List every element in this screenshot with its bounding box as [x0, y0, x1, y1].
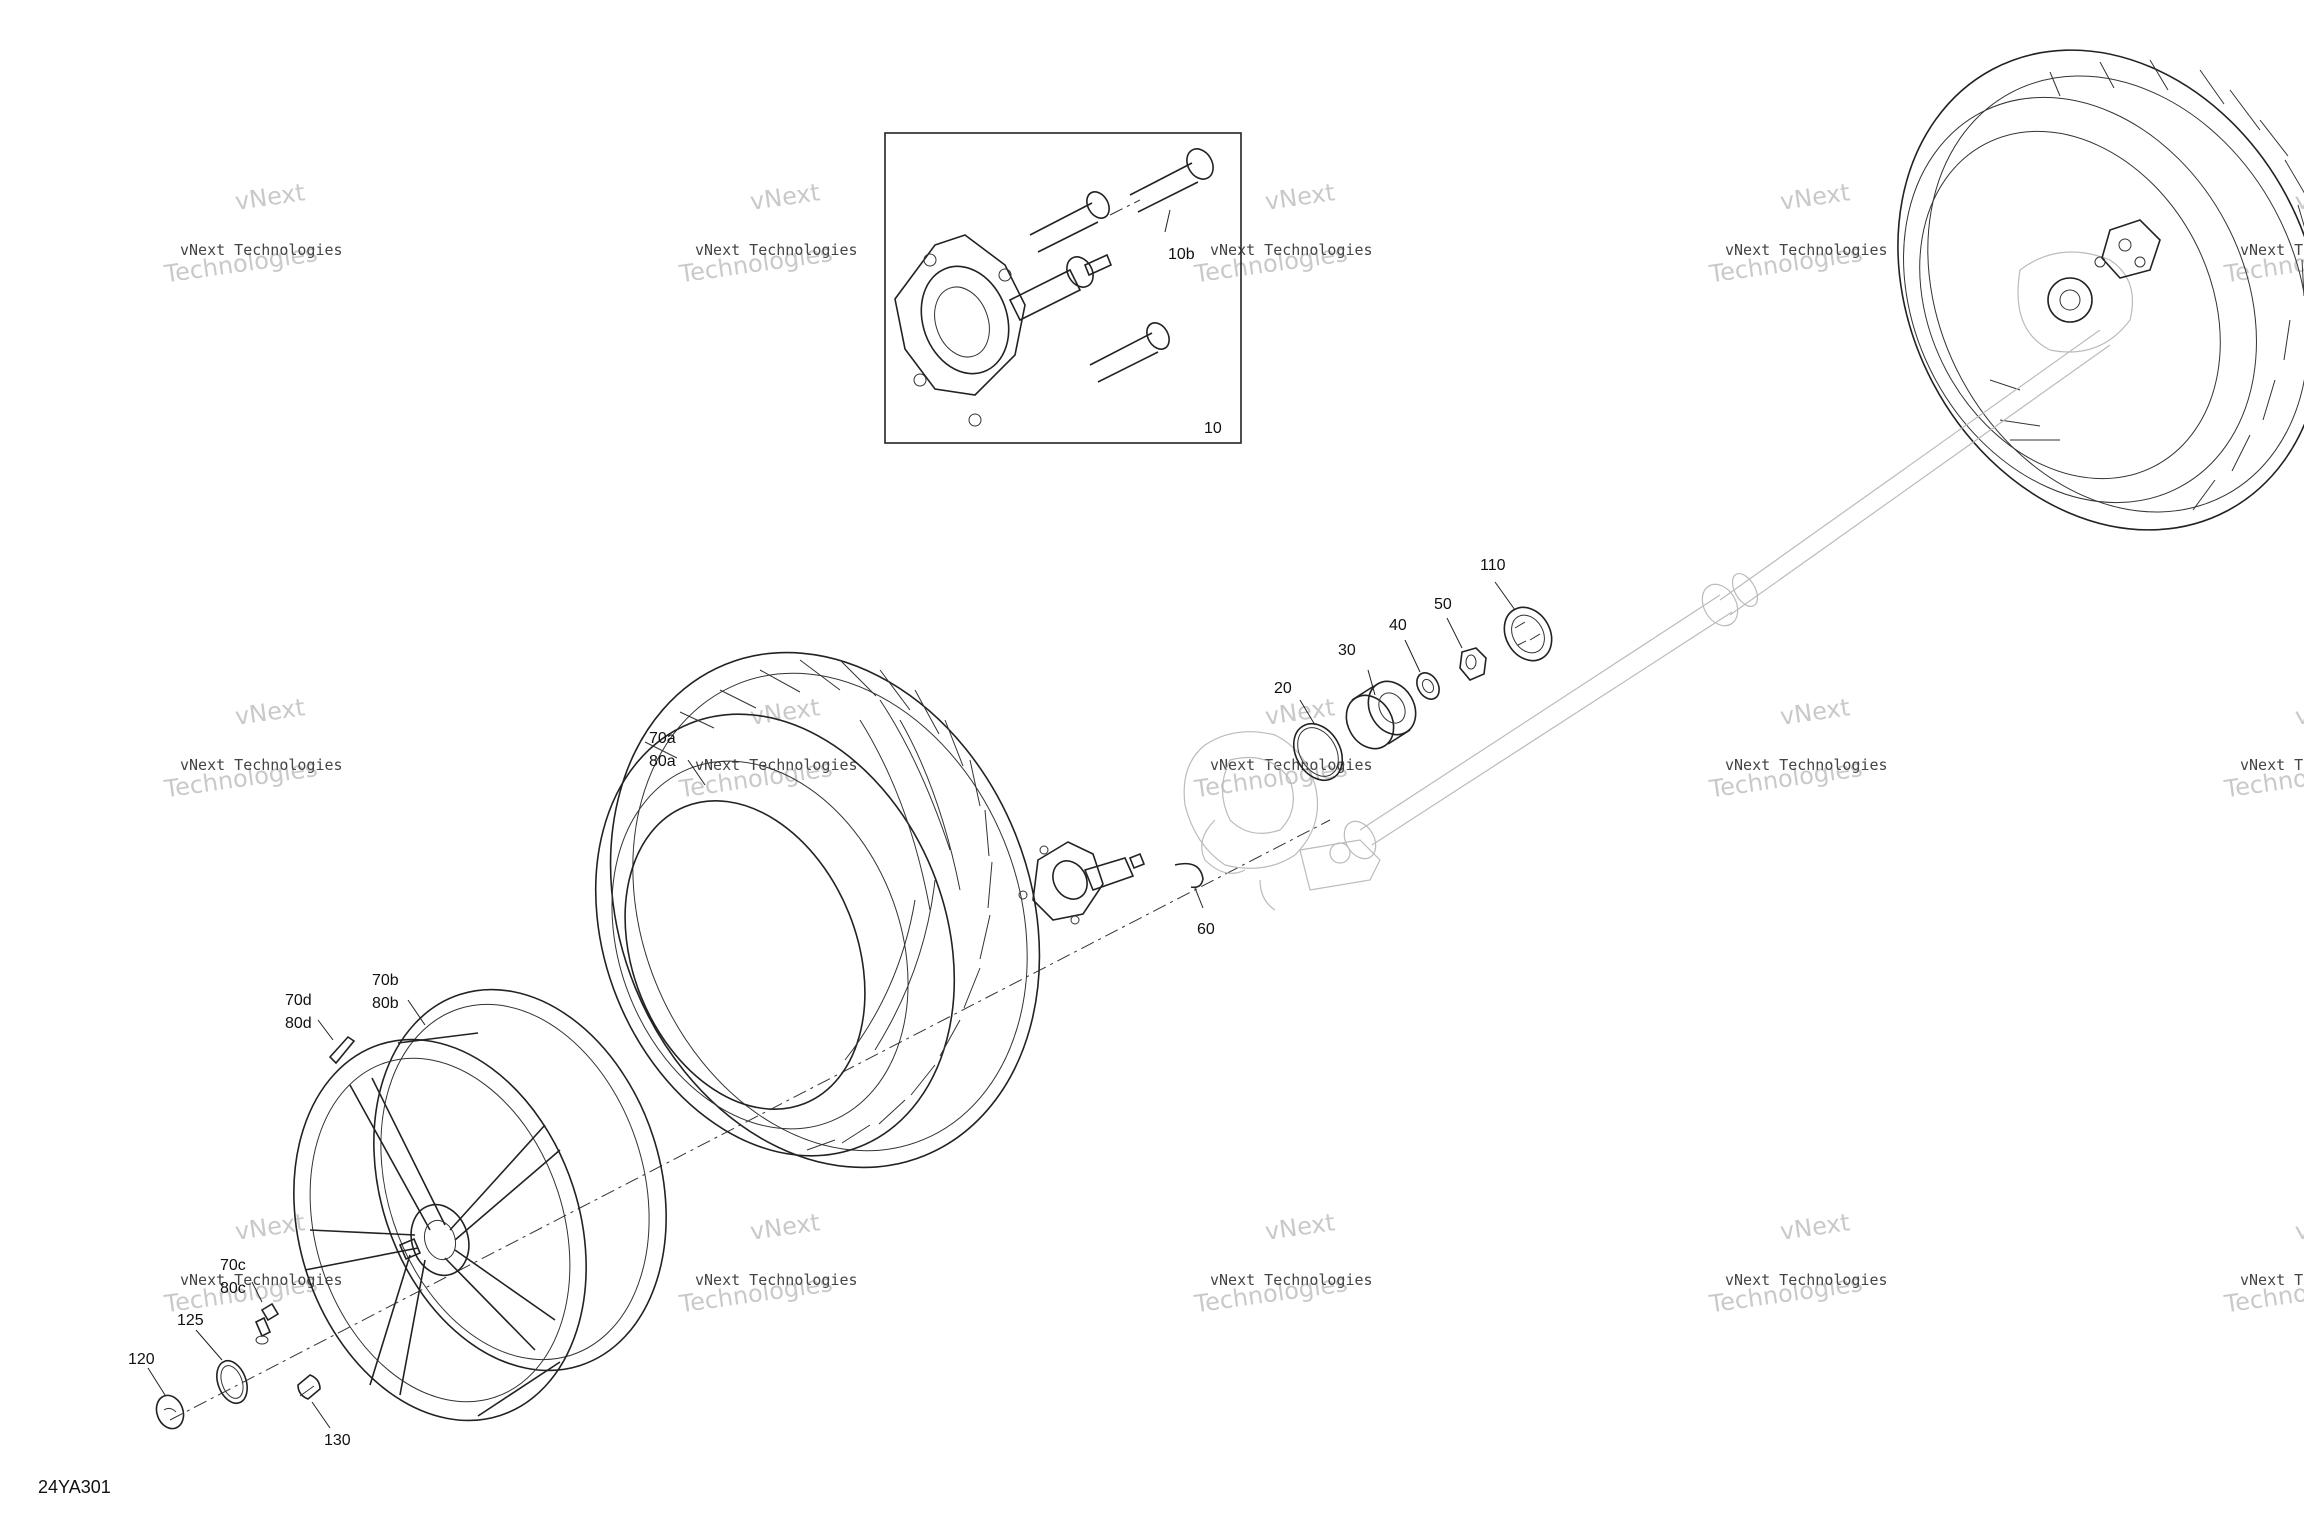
watermark-prefix: vNext — [748, 693, 821, 730]
watermark-prefix: vNext — [233, 178, 306, 215]
watermark-prefix: vNext — [1778, 693, 1851, 730]
watermark-prefix: vNext — [2293, 1208, 2304, 1245]
watermark-prefix: vNext — [2293, 693, 2304, 730]
watermark-small: vNext Technologies — [180, 241, 343, 259]
watermark-prefix: vNext — [1778, 178, 1851, 215]
callout-10: 10 — [1204, 420, 1222, 437]
wheel-rim — [293, 988, 667, 1422]
lug-nut — [297, 1374, 321, 1400]
watermark-small: vNext Technologies — [1725, 1271, 1888, 1289]
watermark-small: vNext Technologies — [180, 1271, 343, 1289]
watermark-small: vNext Technologies — [695, 1271, 858, 1289]
wheel-bearing — [1345, 680, 1417, 750]
watermark-small: vNext Technologies — [180, 756, 343, 774]
callout-70c: 70c — [220, 1257, 246, 1274]
callout-80a: 80a — [649, 753, 676, 770]
steering-knuckle — [1183, 731, 1381, 911]
watermark-prefix: vNext — [1263, 1208, 1336, 1245]
watermark-prefix: vNext — [748, 1208, 821, 1245]
watermark-small: vNext Technologies — [695, 756, 858, 774]
watermark-prefix: vNext — [2293, 178, 2304, 215]
watermark-prefix: vNext — [1263, 178, 1336, 215]
watermark-prefix: vNext — [1778, 1208, 1851, 1245]
watermark-small: vNext Technologies — [1725, 241, 1888, 259]
callout-70d: 70d — [285, 992, 312, 1009]
wheel-hub — [1018, 841, 1146, 925]
far-wheel-assembly — [1897, 49, 2304, 531]
valve-stem — [254, 1302, 280, 1345]
watermark-small: vNext Technologies — [1725, 756, 1888, 774]
drawing-code: 24YA301 — [38, 1477, 111, 1497]
callout-30: 30 — [1338, 642, 1356, 659]
watermark-small: vNext Technologies — [2240, 241, 2304, 259]
callout-20: 20 — [1274, 680, 1292, 697]
callout-130: 130 — [324, 1432, 351, 1449]
callout-60: 60 — [1197, 921, 1215, 938]
watermark-prefix: vNext — [748, 178, 821, 215]
callout-40: 40 — [1389, 617, 1407, 634]
washer — [1416, 672, 1440, 700]
callout-80b: 80b — [372, 995, 399, 1012]
callout-labels: 10 10b 20 30 40 50 110 60 70a 80a 70b 80… — [128, 246, 1506, 1449]
front-tire — [594, 651, 1041, 1169]
watermark-small: vNext Technologies — [1210, 241, 1373, 259]
callout-70b: 70b — [372, 972, 399, 989]
balance-weight — [328, 1035, 356, 1065]
watermark-prefix: vNext — [1263, 693, 1336, 730]
callout-50: 50 — [1434, 596, 1452, 613]
cotter-pin — [1174, 862, 1204, 889]
callout-10b: 10b — [1168, 246, 1195, 263]
leader-lines — [147, 209, 1516, 1429]
watermark-small: vNext Technologies — [2240, 756, 2304, 774]
watermark-small: vNext Technologies — [2240, 1271, 2304, 1289]
callout-120: 120 — [128, 1351, 155, 1368]
callout-70a: 70a — [649, 730, 676, 747]
hex-nut — [1459, 647, 1487, 681]
watermark-small: vNext Technologies — [695, 241, 858, 259]
hub-detail-inset — [884, 132, 1242, 444]
watermark-prefix: vNext — [233, 693, 306, 730]
callout-125: 125 — [177, 1312, 204, 1329]
watermark-small: vNext Technologies — [1210, 756, 1373, 774]
watermark-small: vNext Technologies — [1210, 1271, 1373, 1289]
center-cap-ring — [216, 1359, 248, 1405]
callout-80d: 80d — [285, 1015, 312, 1032]
retaining-ring — [1292, 722, 1344, 782]
callout-110: 110 — [1480, 557, 1506, 574]
callout-80c: 80c — [220, 1280, 246, 1297]
drive-shaft — [1343, 329, 2111, 860]
center-cap — [155, 1394, 185, 1430]
assembly-axis — [169, 819, 1331, 1421]
hub-cap — [1503, 606, 1553, 662]
